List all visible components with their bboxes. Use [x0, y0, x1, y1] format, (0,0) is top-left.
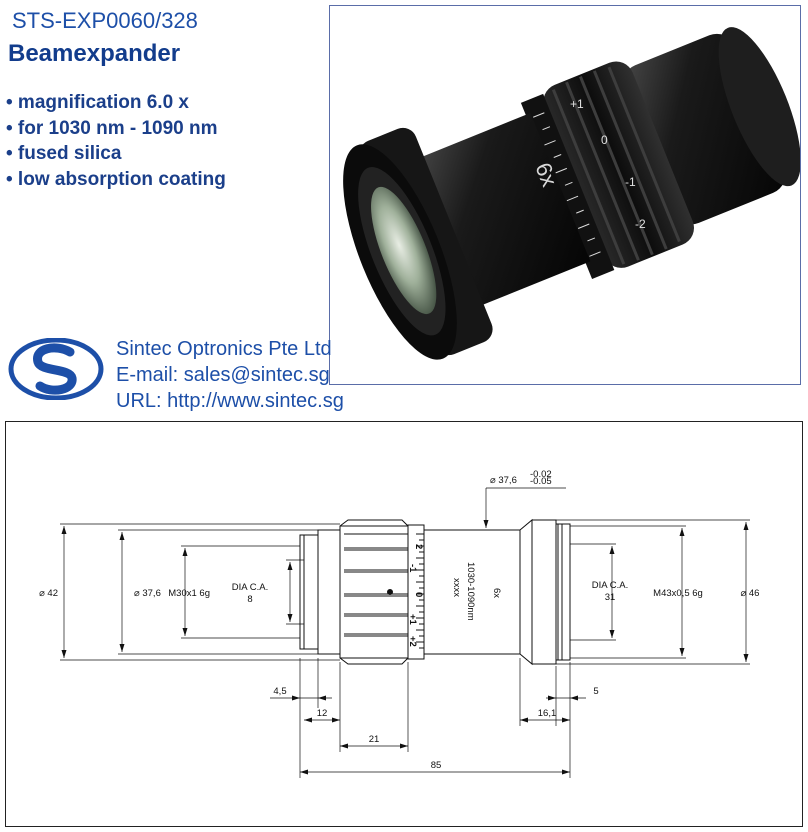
dim-top-diameter: ⌀ 37,6 — [490, 475, 517, 486]
beam-expander-illustration: 6x +1 0 -1 -2 — [343, 27, 800, 360]
dim-top-tol-lower: -0.05 — [530, 476, 552, 487]
dimension-drawing: 2 -1 0 +1 +2 6x 1030-1090nm xxxx — [39, 469, 760, 778]
dim-4-5: 4,5 — [273, 686, 286, 697]
company-contact: Sintec Optronics Pte Ltd E-mail: sales@s… — [116, 336, 344, 414]
product-title: Beamexpander — [8, 40, 181, 67]
scale-label: +2 — [407, 636, 418, 647]
feature-list: • magnification 6.0 x • for 1030 nm - 10… — [6, 90, 226, 192]
dim-16-1: 16,1 — [538, 708, 557, 719]
part-number: STS-EXP0060/328 — [12, 8, 198, 33]
photo-scale-label: 0 — [601, 133, 608, 147]
scale-label: 2 — [413, 544, 424, 549]
dim-left-ca-label: DIA C.A. — [232, 582, 268, 593]
barrel-range: 1030-1090nm — [465, 562, 476, 621]
photo-scale-label: -2 — [635, 217, 646, 231]
feature-item: • magnification 6.0 x — [6, 92, 189, 113]
dim-top-tol-upper: -0.02 — [530, 469, 552, 480]
dim-left-od2: ⌀ 37,6 — [134, 588, 161, 599]
product-photo: 6x +1 0 -1 -2 — [329, 5, 801, 385]
dim-85: 85 — [431, 760, 442, 771]
technical-drawing: 2 -1 0 +1 +2 6x 1030-1090nm xxxx — [5, 421, 803, 827]
company-name: Sintec Optronics Pte Ltd — [116, 338, 332, 360]
barrel-serial: xxxx — [451, 578, 462, 597]
dim-right-ca-value: 31 — [605, 592, 616, 603]
dim-right-ca-label: DIA C.A. — [592, 580, 628, 591]
scale-label: -1 — [407, 564, 418, 573]
company-email[interactable]: E-mail: sales@sintec.sg — [116, 364, 330, 386]
photo-scale-label: -1 — [625, 175, 636, 189]
dim-left-ca-value: 8 — [247, 594, 252, 605]
feature-item: • fused silica — [6, 143, 122, 164]
scale-label: 0 — [413, 592, 424, 597]
company-url[interactable]: URL: http://www.sintec.sg — [116, 390, 344, 412]
feature-item: • for 1030 nm - 1090 nm — [6, 117, 218, 139]
dim-21: 21 — [369, 734, 380, 745]
dim-12: 12 — [317, 708, 328, 719]
feature-item: • low absorption coating — [6, 168, 226, 190]
dim-right-od: ⌀ 46 — [741, 588, 760, 599]
dim-5: 5 — [593, 686, 598, 697]
scale-label: +1 — [407, 614, 418, 626]
photo-scale-label: +1 — [570, 97, 584, 111]
dim-left-od: ⌀ 42 — [39, 588, 58, 599]
dim-right-thread: M43x0,5 6g — [653, 588, 703, 599]
dim-left-thread: M30x1 6g — [168, 588, 210, 599]
barrel-magnification: 6x — [491, 588, 502, 598]
company-logo — [8, 338, 104, 400]
